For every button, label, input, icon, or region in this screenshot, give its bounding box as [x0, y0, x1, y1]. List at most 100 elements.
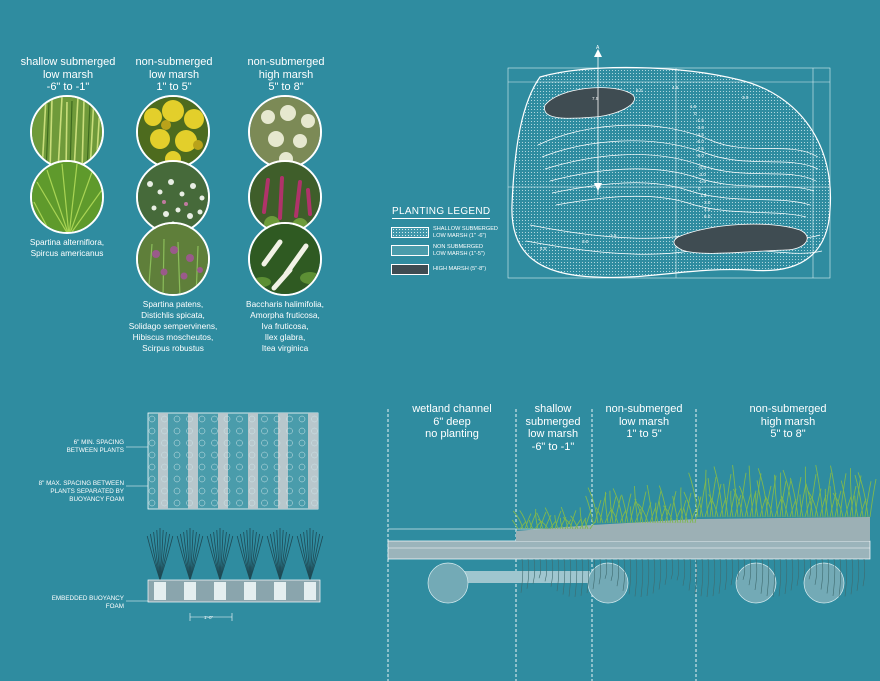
plant-cell	[161, 427, 168, 435]
plant-cell	[236, 415, 243, 423]
plant-cell	[248, 475, 256, 483]
legend-label: SHALLOW SUBMERGED LOW MARSH (1" -6")	[433, 226, 498, 239]
lavender-photo-icon	[248, 95, 322, 169]
plant-cell	[148, 487, 156, 495]
species-list: Spartina alterniflora, Spircus americanu…	[29, 237, 105, 258]
plant-cell	[198, 451, 206, 459]
plant-cell	[148, 415, 156, 423]
plant-cell	[261, 427, 268, 435]
plant-cell	[248, 499, 256, 507]
goldenrod-photo-icon	[136, 95, 210, 169]
submerged-planter	[462, 571, 590, 583]
plant-cell	[311, 487, 318, 495]
plant-cell	[173, 415, 181, 423]
plant-cell	[161, 463, 168, 471]
plant-cell	[248, 487, 256, 495]
zone-title-channel: wetland channel 6" deep no planting	[412, 403, 492, 440]
contour-labels: 7.56.04.53.01.50-1.5-3.0-4.5-6.0-7.5-6.0…	[540, 85, 749, 251]
plant-cell	[198, 415, 206, 423]
column-title: non-submerged high marsh 5" to 8"	[247, 56, 325, 93]
plant-cell	[186, 463, 193, 471]
floating-deck	[387, 540, 871, 560]
contour-label: 7.5	[592, 96, 599, 101]
contour-label: 3.0	[704, 200, 711, 205]
plant-cell	[223, 415, 231, 423]
high-marsh-zone	[544, 87, 635, 119]
plant-cell	[223, 463, 231, 471]
contour-label: 3.0	[742, 95, 749, 100]
foam-block	[214, 582, 226, 600]
plant-cell	[223, 487, 231, 495]
plant-cell	[223, 451, 231, 459]
spacing-plan-grid	[147, 412, 319, 510]
plant-cell	[286, 451, 293, 459]
plant-cell	[261, 451, 268, 459]
plant-cell	[273, 475, 281, 483]
plant-cell	[261, 439, 268, 447]
contour-label: -3.0	[696, 125, 704, 130]
buoyancy-foam-strip	[278, 413, 288, 509]
contour-label: 1.5	[610, 233, 617, 238]
plant-cell	[311, 427, 318, 435]
contour-label: -4.5	[698, 165, 706, 170]
plant-cell	[223, 427, 231, 435]
plant-cell	[286, 499, 293, 507]
section-cut-arrow-icon	[594, 183, 602, 191]
plant-cell	[261, 475, 268, 483]
legend-label: NON SUBMERGED LOW MARSH (1"-5")	[433, 244, 485, 257]
plant-cell	[261, 463, 268, 471]
plant-cell	[173, 487, 181, 495]
spacing-min-label: 6" MIN. SPACING BETWEEN PLANTS	[66, 439, 124, 454]
plant-cell	[311, 475, 318, 483]
legend-swatch-mid	[391, 245, 429, 256]
plant-cell	[173, 463, 181, 471]
plant-cell	[286, 415, 293, 423]
plant-cell	[248, 439, 256, 447]
grass-photo-icon	[30, 160, 104, 234]
plant-cell	[236, 487, 243, 495]
wetland-section	[387, 409, 877, 681]
plant-cell	[198, 439, 206, 447]
roots	[520, 558, 866, 598]
contour-label: 4.5	[704, 207, 711, 212]
plant-cell	[186, 451, 193, 459]
plant-cell	[311, 415, 318, 423]
plant-cell	[298, 487, 306, 495]
contour-label: 4.5	[540, 246, 547, 251]
buoyancy-foam-strip	[308, 413, 318, 509]
plant-cell	[173, 427, 181, 435]
section-cut-arrow-icon	[594, 49, 602, 57]
plant-cell	[311, 451, 318, 459]
plant-cell	[248, 427, 256, 435]
legend-title: PLANTING LEGEND	[392, 206, 491, 219]
plant-cell	[223, 439, 231, 447]
foam-block	[184, 582, 196, 600]
buoyancy-foam-strip	[158, 413, 168, 509]
plant-cell	[286, 463, 293, 471]
plant-cell	[223, 475, 231, 483]
contour-label: 0	[694, 111, 697, 116]
plant-cell	[198, 499, 206, 507]
plant-cell	[161, 499, 168, 507]
plant-cell	[286, 475, 293, 483]
plant-cell	[261, 499, 268, 507]
contour-label: -6.0	[696, 139, 704, 144]
plant-cell	[273, 415, 281, 423]
plant-cell	[261, 415, 268, 423]
plant-cell	[273, 499, 281, 507]
plant-cell	[173, 439, 181, 447]
legend-swatch-dark	[391, 264, 429, 275]
plant-cell	[186, 475, 193, 483]
plant-cell	[236, 451, 243, 459]
contour-label: 6.0	[636, 88, 643, 93]
plant-cell	[186, 439, 193, 447]
contour-label: -1.5	[696, 118, 704, 123]
dimension-label: 1'-0"	[204, 615, 214, 620]
species-list: Baccharis halimifolia, Amorpha fruticosa…	[246, 299, 324, 353]
plant-cell	[298, 427, 306, 435]
zone-title-low-marsh: non-submerged low marsh 1" to 5"	[605, 403, 683, 440]
legend-item-low-marsh: NON SUBMERGED LOW MARSH (1"-5")	[391, 244, 515, 257]
high-marsh-zone	[673, 223, 808, 254]
planting-bed	[516, 517, 870, 541]
white-flower-photo-icon	[136, 160, 210, 234]
